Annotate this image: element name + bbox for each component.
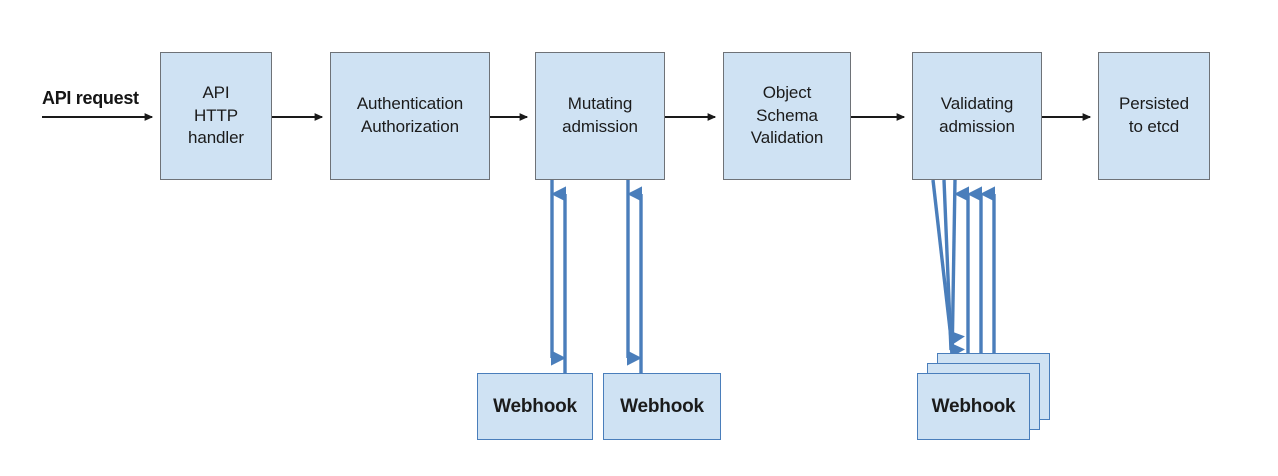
api-request-label: API request: [42, 88, 139, 108]
mutating-webhook-2[interactable]: Webhook: [603, 373, 721, 440]
stage-mutating-admission[interactable]: Mutating admission: [535, 52, 665, 180]
stage-api-http-handler[interactable]: API HTTP handler: [160, 52, 272, 180]
mutating-webhook-1[interactable]: Webhook: [477, 373, 593, 440]
stage-object-schema-validation[interactable]: Object Schema Validation: [723, 52, 851, 180]
stage-authentication-authorization[interactable]: Authentication Authorization: [330, 52, 490, 180]
validating-webhook-front[interactable]: Webhook: [917, 373, 1030, 440]
validating-webhook-call-3: [950, 179, 966, 370]
stage-validating-admission[interactable]: Validating admission: [912, 52, 1042, 180]
validating-webhook-call-1: [931, 179, 965, 346]
stage-persisted-to-etcd[interactable]: Persisted to etcd: [1098, 52, 1210, 180]
validating-webhook-call-2: [942, 179, 965, 358]
